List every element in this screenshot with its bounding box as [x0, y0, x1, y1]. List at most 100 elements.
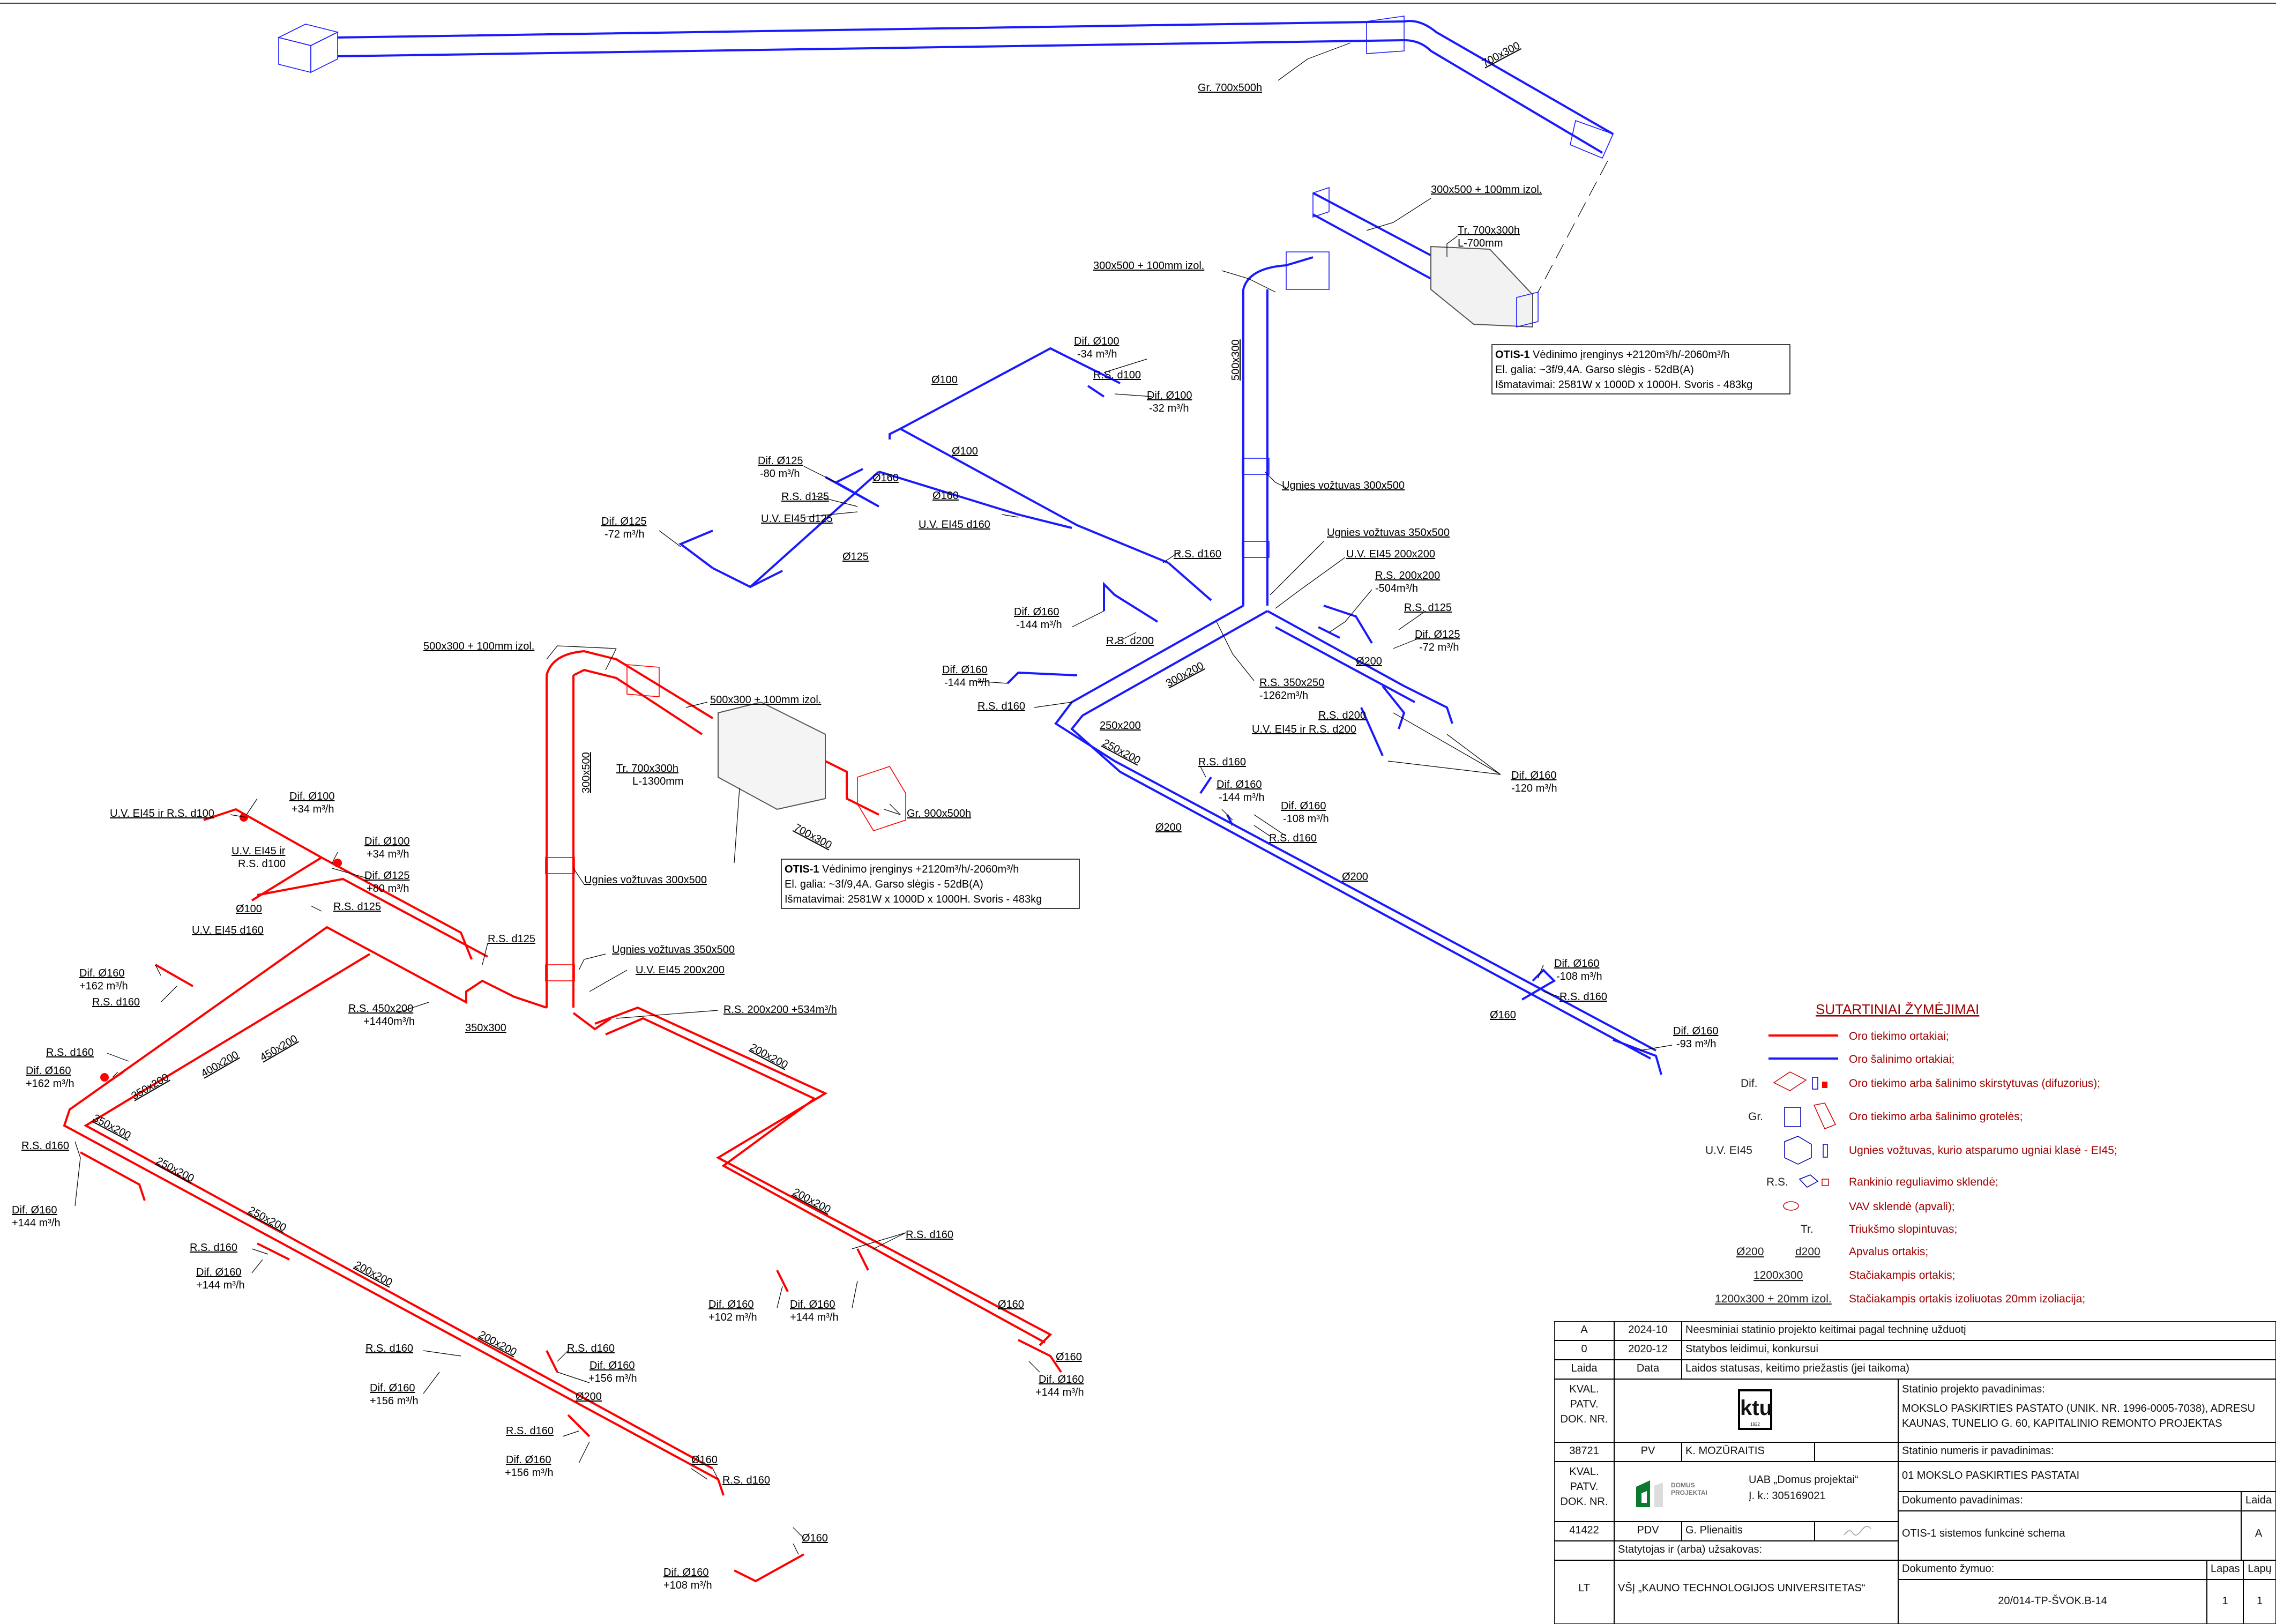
- otis-line3-exh: Išmatavimai: 2581W x 1000D x 1000H. Svor…: [1495, 379, 1752, 391]
- exhaust-labels: Gr. 700x500h 700x300 300x500 + 100mm izo…: [601, 40, 1718, 1050]
- label-d100-a: Ø100: [931, 374, 958, 386]
- supply-riser-elbow: [626, 664, 660, 697]
- label-dif160-156b-flow: +156 m³/h: [588, 1373, 637, 1384]
- label-dif160-144b-flow: +144 m³/h: [196, 1279, 245, 1291]
- label-rs-d160-sup-b: R.S. d160: [46, 1047, 94, 1059]
- supply-system: [63, 650, 1062, 1583]
- exhaust-right-diffusers: [1360, 685, 1453, 756]
- label-rs-d160-sup-c: R.S. d160: [21, 1140, 69, 1152]
- otis-box-supply: OTIS-1 Vėdinimo įrenginys +2120m³/h/-206…: [781, 859, 1080, 909]
- supply-fire-damper-300x500: [545, 857, 575, 874]
- label-dif100-b-flow: +34 m³/h: [367, 848, 409, 860]
- label-dif100-a-flow: +34 m³/h: [292, 803, 334, 815]
- label-dif160-144a-flow: +144 m³/h: [12, 1217, 61, 1229]
- pdv-role: PDV: [1614, 1522, 1682, 1541]
- label-rs-d125-sup-a: R.S. d125: [488, 933, 535, 945]
- label-rs-450x200-flow: +1440m³/h: [363, 1016, 415, 1027]
- signature-icon: [1844, 1526, 1871, 1536]
- supply-right-branch-b: [605, 1017, 1046, 1344]
- label-d160-a: Ø160: [872, 472, 899, 484]
- label-dif160-120: Dif. Ø160: [1511, 770, 1556, 781]
- label-dif160-120-flow: -120 m³/h: [1511, 783, 1557, 794]
- legend-vav: VAV sklendė (apvali);: [1849, 1201, 1955, 1213]
- grille-supply-icon: [1813, 1102, 1837, 1129]
- supply-upper-left-branches: [203, 808, 488, 960]
- label-dif160-144c-flow: -144 m³/h: [1219, 792, 1265, 803]
- diffuser-supply-icon: [1822, 1082, 1827, 1088]
- legend: SUTARTINIAI ŽYMĖJIMAI Oro tiekimo ortaki…: [1705, 1001, 2117, 1305]
- label-dif100-32-flow: -32 m³/h: [1149, 403, 1189, 414]
- label-rs-200x200-exh: R.S. 200x200: [1375, 570, 1440, 582]
- label-dif125-sup: Dif. Ø125: [364, 870, 409, 882]
- label-250x200-b: 250x200: [1101, 737, 1143, 766]
- label-dif160-144b: Dif. Ø160: [942, 664, 987, 676]
- label-rs-d100-sup: R.S. d100: [238, 858, 286, 870]
- legend-rect: Stačiakampis ortakis;: [1849, 1269, 1955, 1282]
- label-ugnies-300x500-exh: Ugnies vožtuvas 300x500: [1282, 480, 1405, 491]
- lapas-label: Lapas: [2207, 1560, 2243, 1580]
- label-700x300-supply: 700x300: [792, 822, 834, 851]
- fire-damper-icon: [1784, 1136, 1812, 1165]
- label-dif160-156c: Dif. Ø160: [506, 1454, 551, 1466]
- label-dif125-80-flow: -80 m³/h: [760, 468, 800, 480]
- hdr-data: Data: [1614, 1360, 1682, 1379]
- label-dif160-162b: Dif. Ø160: [26, 1065, 71, 1077]
- label-250x200-sup-a: 250x200: [154, 1155, 196, 1185]
- label-d200-exh-a: Ø200: [1356, 655, 1382, 667]
- legend-rect-iz-key: 1200x300 + 20mm izol.: [1715, 1293, 1832, 1305]
- label-dif160-108-flow: +108 m³/h: [663, 1580, 712, 1591]
- label-dif160-162b-flow: +162 m³/h: [26, 1078, 74, 1090]
- label-dif160-144c: Dif. Ø160: [1217, 779, 1262, 791]
- label-d200-sup: Ø200: [576, 1391, 602, 1403]
- legend-uv-key: U.V. EI45: [1705, 1144, 1752, 1157]
- label-d160-sup-d: Ø160: [1056, 1351, 1082, 1363]
- supply-diff-c: [100, 1073, 109, 1082]
- label-dif160-93-flow: -93 m³/h: [1676, 1038, 1716, 1050]
- label-dif160-156c-flow: +156 m³/h: [505, 1467, 554, 1479]
- label-rs-d160-b: R.S. d160: [977, 701, 1025, 712]
- exhaust-upper-left-run: [889, 427, 1169, 564]
- exhaust-125-branch: [1318, 605, 1373, 644]
- exhaust-100-stubs: [1050, 347, 1105, 398]
- label-dif125-72-left-flow: -72 m³/h: [605, 528, 644, 540]
- label-dif160-93: Dif. Ø160: [1673, 1025, 1718, 1037]
- label-dif160-156a: Dif. Ø160: [370, 1382, 415, 1394]
- exhaust-connection-dash: [1538, 160, 1608, 293]
- label-dif160-108a: Dif. Ø160: [1281, 800, 1326, 812]
- stat-num: 01 MOKSLO PASKIRTIES PASTATAI: [1898, 1462, 2276, 1492]
- legend-gr-key: Gr.: [1748, 1111, 1763, 1123]
- exhaust-right-branch: [1267, 610, 1405, 687]
- legend-title: SUTARTINIAI ŽYMĖJIMAI: [1816, 1001, 1979, 1017]
- label-uv-200x200-exh: U.V. EI45 200x200: [1346, 548, 1435, 560]
- label-rs-d160-d: R.S. d160: [1269, 832, 1317, 844]
- supply-grille-conn: [825, 760, 879, 816]
- project-name: MOKSLO PASKIRTIES PASTATO (UNIK. NR. 199…: [1902, 1403, 2256, 1429]
- label-gr-900x500: Gr. 900x500h: [907, 808, 971, 820]
- label-rs-200x200-sup: R.S. 200x200 +534m³/h: [723, 1004, 837, 1016]
- exhaust-upper-left-conn: [1167, 562, 1212, 601]
- label-dif125-right-flow: -72 m³/h: [1419, 642, 1459, 653]
- label-dif160-156a-flow: +156 m³/h: [370, 1395, 419, 1407]
- exhaust-right-branch-b: [1275, 626, 1415, 703]
- label-tr-supply-2: L-1300mm: [632, 776, 684, 787]
- label-rs-d160-sup-i: R.S. d160: [906, 1229, 953, 1241]
- label-dif160-108: Dif. Ø160: [663, 1567, 708, 1578]
- label-rs-d160-sup-f: R.S. d160: [567, 1343, 615, 1354]
- label-d100-b: Ø100: [952, 445, 978, 457]
- label-rs-d160-sup-g: R.S. d160: [506, 1425, 554, 1437]
- vav-damper-icon: [1783, 1201, 1799, 1211]
- supply-grille-900x500: [857, 766, 906, 831]
- label-d160-sup-b: Ø160: [802, 1532, 828, 1544]
- legend-dif: Oro tiekimo arba šalinimo skirstytuvas (…: [1849, 1077, 2100, 1090]
- legend-exhaust: Oro šalinimo ortakiai;: [1849, 1053, 1954, 1066]
- label-300x200: 300x200: [1164, 660, 1206, 689]
- legend-rs-key: R.S.: [1766, 1176, 1788, 1188]
- exhaust-riser-top: [1242, 256, 1314, 290]
- supply-labels: 500x300 + 100mm izol. 500x300 + 100mm iz…: [12, 640, 1084, 1591]
- rev-a-desc: Neesminiai statinio projekto keitimai pa…: [1682, 1321, 2276, 1340]
- kval-label-1: KVAL. PATV. DOK. NR.: [1554, 1379, 1614, 1442]
- exhaust-125-left-run: [678, 471, 880, 588]
- label-izol-300x500-b: 300x500 + 100mm izol.: [1093, 260, 1204, 272]
- rev-0-date: 2020-12: [1614, 1340, 1682, 1360]
- exhaust-160-run: [878, 471, 1072, 529]
